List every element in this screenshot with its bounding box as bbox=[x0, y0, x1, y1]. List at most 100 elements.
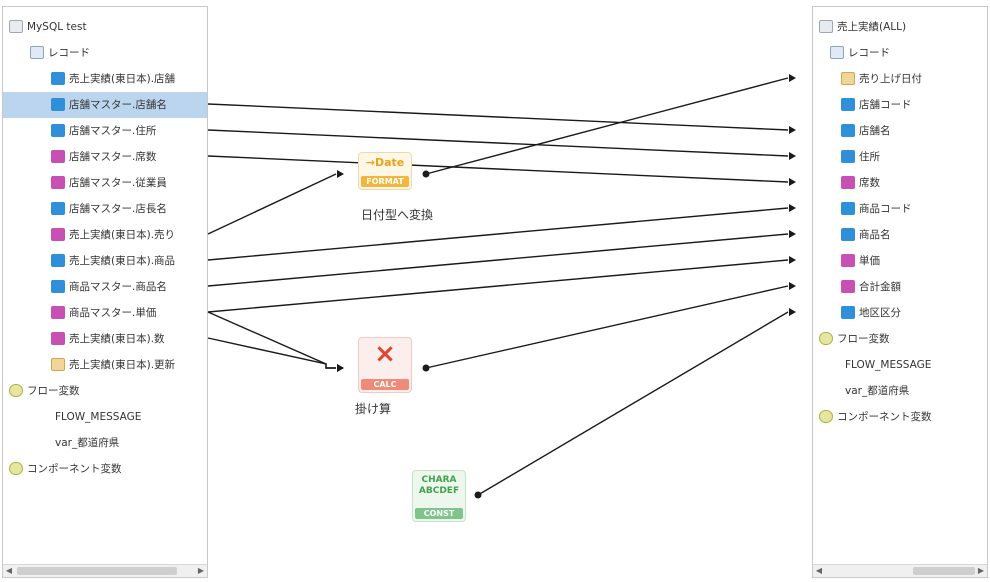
mapping-connector[interactable] bbox=[207, 311, 336, 369]
source-tree-row[interactable]: 店舗マスター.従業員 bbox=[3, 170, 207, 196]
mapping-connector[interactable] bbox=[477, 311, 789, 496]
scroll-right-icon[interactable]: ▶ bbox=[977, 566, 985, 575]
source-tree-row[interactable]: 売上実績(東日本).数 bbox=[3, 326, 207, 352]
string-field-icon bbox=[51, 72, 65, 85]
source-tree-row[interactable]: フロー変数 bbox=[3, 378, 207, 404]
target-tree-row[interactable]: var_都道府県 bbox=[813, 378, 987, 404]
database-icon bbox=[9, 20, 23, 33]
mapping-connector[interactable] bbox=[425, 77, 789, 175]
constant-node[interactable]: CHARA ABCDEF CONST bbox=[412, 470, 466, 522]
target-tree-row[interactable]: コンポーネント変数 bbox=[813, 404, 987, 430]
string-field-icon bbox=[841, 306, 855, 319]
source-tree-row[interactable]: var_都道府県 bbox=[3, 430, 207, 456]
target-tree-row[interactable]: 店舗コード bbox=[813, 92, 987, 118]
target-horizontal-scrollbar[interactable]: ◀ ▶ bbox=[813, 564, 987, 577]
tree-row-label: レコード bbox=[48, 47, 90, 59]
target-tree-row[interactable]: 単価 bbox=[813, 248, 987, 274]
mapping-connector[interactable] bbox=[207, 155, 789, 183]
connector-port[interactable] bbox=[422, 364, 430, 372]
date-node-caption: 日付型へ変換 bbox=[361, 208, 434, 222]
tree-row-label: MySQL test bbox=[27, 21, 87, 33]
tree-row-label: 店舗マスター.店舗名 bbox=[69, 99, 167, 111]
mapping-connector[interactable] bbox=[207, 337, 336, 369]
tree-row-label: フロー変数 bbox=[27, 385, 80, 397]
string-field-icon bbox=[51, 254, 65, 267]
scroll-thumb[interactable] bbox=[913, 567, 975, 575]
tree-row-label: 売り上げ日付 bbox=[859, 73, 922, 85]
source-tree-row[interactable]: 売上実績(東日本).売り bbox=[3, 222, 207, 248]
database-icon bbox=[819, 20, 833, 33]
mapping-connector[interactable] bbox=[207, 207, 789, 261]
variable-icon bbox=[9, 384, 23, 397]
target-tree-row[interactable]: FLOW_MESSAGE bbox=[813, 352, 987, 378]
number-field-icon bbox=[51, 176, 65, 189]
tree-row-label: 売上実績(東日本).商品 bbox=[69, 255, 176, 267]
source-tree-row[interactable]: 商品マスター.商品名 bbox=[3, 274, 207, 300]
format-badge: FORMAT bbox=[361, 176, 409, 187]
number-field-icon bbox=[841, 254, 855, 267]
tree-row-label: 単価 bbox=[859, 255, 880, 267]
target-tree-row[interactable]: 売り上げ日付 bbox=[813, 66, 987, 92]
target-tree-row[interactable]: 店舗名 bbox=[813, 118, 987, 144]
target-tree-row[interactable]: フロー変数 bbox=[813, 326, 987, 352]
connector-port[interactable] bbox=[422, 170, 430, 178]
source-tree-row[interactable]: 店舗マスター.店舗名 bbox=[3, 92, 207, 118]
target-tree-row[interactable]: 住所 bbox=[813, 144, 987, 170]
number-field-icon bbox=[51, 332, 65, 345]
target-tree-row[interactable]: 売上実績(ALL) bbox=[813, 14, 987, 40]
tree-row-label: 売上実績(東日本).店舗 bbox=[69, 73, 176, 85]
tree-row-label: 店舗マスター.従業員 bbox=[69, 177, 167, 189]
date-format-node[interactable]: →Date FORMAT bbox=[358, 152, 412, 190]
tree-row-label: 商品マスター.単価 bbox=[69, 307, 157, 319]
target-tree-row[interactable]: 席数 bbox=[813, 170, 987, 196]
source-tree-row[interactable]: FLOW_MESSAGE bbox=[3, 404, 207, 430]
scroll-right-icon[interactable]: ▶ bbox=[197, 566, 205, 575]
tree-row-label: 商品コード bbox=[859, 203, 912, 215]
tree-row-label: コンポーネント変数 bbox=[27, 463, 122, 475]
source-tree-row[interactable]: 店舗マスター.住所 bbox=[3, 118, 207, 144]
number-field-icon bbox=[51, 228, 65, 241]
connector-arrowhead bbox=[789, 178, 796, 186]
source-horizontal-scrollbar[interactable]: ◀ ▶ bbox=[3, 564, 207, 577]
number-field-icon bbox=[841, 280, 855, 293]
source-tree-row[interactable]: 店舗マスター.店長名 bbox=[3, 196, 207, 222]
source-tree-row[interactable]: 売上実績(東日本).商品 bbox=[3, 248, 207, 274]
source-tree-row[interactable]: 売上実績(東日本).更新 bbox=[3, 352, 207, 378]
tree-row-label: 店舗マスター.席数 bbox=[69, 151, 157, 163]
string-field-icon bbox=[841, 124, 855, 137]
tree-row-label: var_都道府県 bbox=[55, 437, 120, 449]
target-tree-row[interactable]: 地区区分 bbox=[813, 300, 987, 326]
target-tree-row[interactable]: 商品コード bbox=[813, 196, 987, 222]
target-tree-row[interactable]: 商品名 bbox=[813, 222, 987, 248]
source-tree-row[interactable]: コンポーネント変数 bbox=[3, 456, 207, 482]
string-field-icon bbox=[841, 228, 855, 241]
scroll-left-icon[interactable]: ◀ bbox=[815, 566, 823, 575]
target-tree-row[interactable]: 合計金額 bbox=[813, 274, 987, 300]
mapping-connector[interactable] bbox=[207, 233, 789, 287]
source-tree-row[interactable]: レコード bbox=[3, 40, 207, 66]
tree-row-label: 住所 bbox=[859, 151, 880, 163]
mapping-connector[interactable] bbox=[207, 103, 789, 131]
tree-row-label: 席数 bbox=[859, 177, 880, 189]
connector-arrowhead bbox=[789, 204, 796, 212]
connector-arrowhead bbox=[789, 230, 796, 238]
scroll-left-icon[interactable]: ◀ bbox=[5, 566, 13, 575]
source-tree-row[interactable]: 店舗マスター.席数 bbox=[3, 144, 207, 170]
calc-node[interactable]: × CALC bbox=[358, 337, 412, 393]
constant-text-icon: CHARA ABCDEF bbox=[418, 475, 460, 496]
mapping-connector[interactable] bbox=[425, 285, 789, 369]
connector-port[interactable] bbox=[474, 491, 482, 499]
source-tree-row[interactable]: MySQL test bbox=[3, 14, 207, 40]
mapping-connector[interactable] bbox=[207, 173, 337, 235]
mapping-connector[interactable] bbox=[207, 129, 789, 157]
source-tree-row[interactable]: 売上実績(東日本).店舗 bbox=[3, 66, 207, 92]
mapping-connector[interactable] bbox=[207, 259, 789, 313]
tree-row-label: 売上実績(東日本).売り bbox=[69, 229, 176, 241]
scroll-thumb[interactable] bbox=[17, 567, 177, 575]
target-tree-row[interactable]: レコード bbox=[813, 40, 987, 66]
tree-row-label: 店舗マスター.住所 bbox=[69, 125, 157, 137]
source-tree-row[interactable]: 商品マスター.単価 bbox=[3, 300, 207, 326]
string-field-icon bbox=[51, 280, 65, 293]
